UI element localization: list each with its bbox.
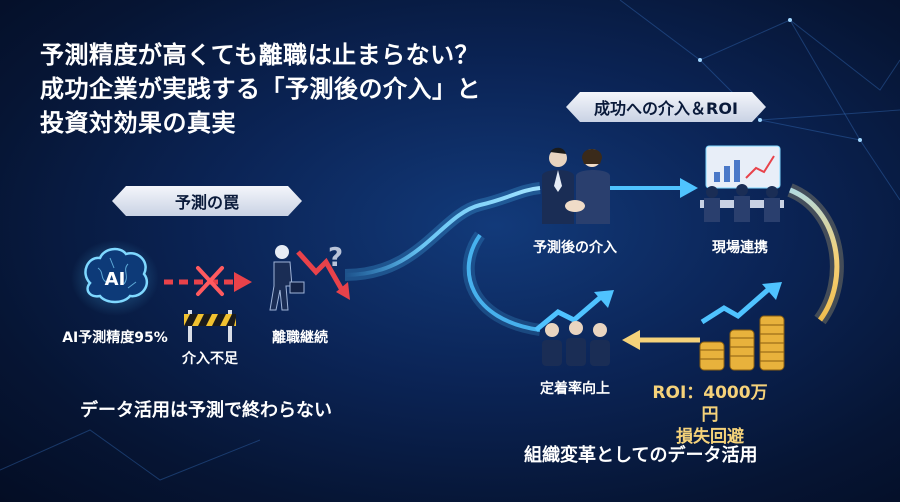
ai-precision-label: AI予測精度95% [62,330,168,346]
result-label: 離職継続 [272,330,328,346]
right-footer: 組織変革としてのデータ活用 [524,445,758,466]
cycle-arc-right [789,187,840,322]
roi-coins-icon [699,282,785,371]
title-line-3: 投資対効果の真実 [40,109,236,137]
left-footer: データ活用は予測で終わらない [80,400,332,421]
team-meeting-icon [700,145,784,222]
svg-text:?: ? [328,243,343,273]
roi-value: ROI：4000万円 [652,383,768,425]
barrier-icon [184,310,236,342]
title-line-1: 予測精度が高くても離職は止まらない？ [40,41,480,69]
blocked-arrow-icon [164,266,252,296]
success-banner: 成功への介入＆ROI [566,92,766,122]
retention-team-icon [534,290,614,366]
gap-label: 介入不足 [182,351,238,367]
cycle-arc-left [466,233,541,332]
page-title: 予測精度が高くても離職は止まらない？ 成功企業が実践する「予測後の介入」と 投資… [40,38,481,140]
step1-label: 予測後の介入 [533,240,617,256]
roi-subtitle: 損失回避 [676,427,744,447]
step3-label: 定着率向上 [540,381,610,397]
trap-banner: 予測の罠 [112,186,302,216]
employee-leaving-icon: ? [269,243,350,311]
title-line-2: 成功企業が実践する「予測後の介入」と [40,75,481,103]
ai-badge: AI [105,269,126,290]
ai-brain-icon: AI [71,240,159,316]
step2-label: 現場連携 [712,240,768,256]
roi-block: ROI：4000万円 損失回避 [645,382,775,448]
flow-curve [344,186,541,277]
handshake-icon [542,147,610,224]
